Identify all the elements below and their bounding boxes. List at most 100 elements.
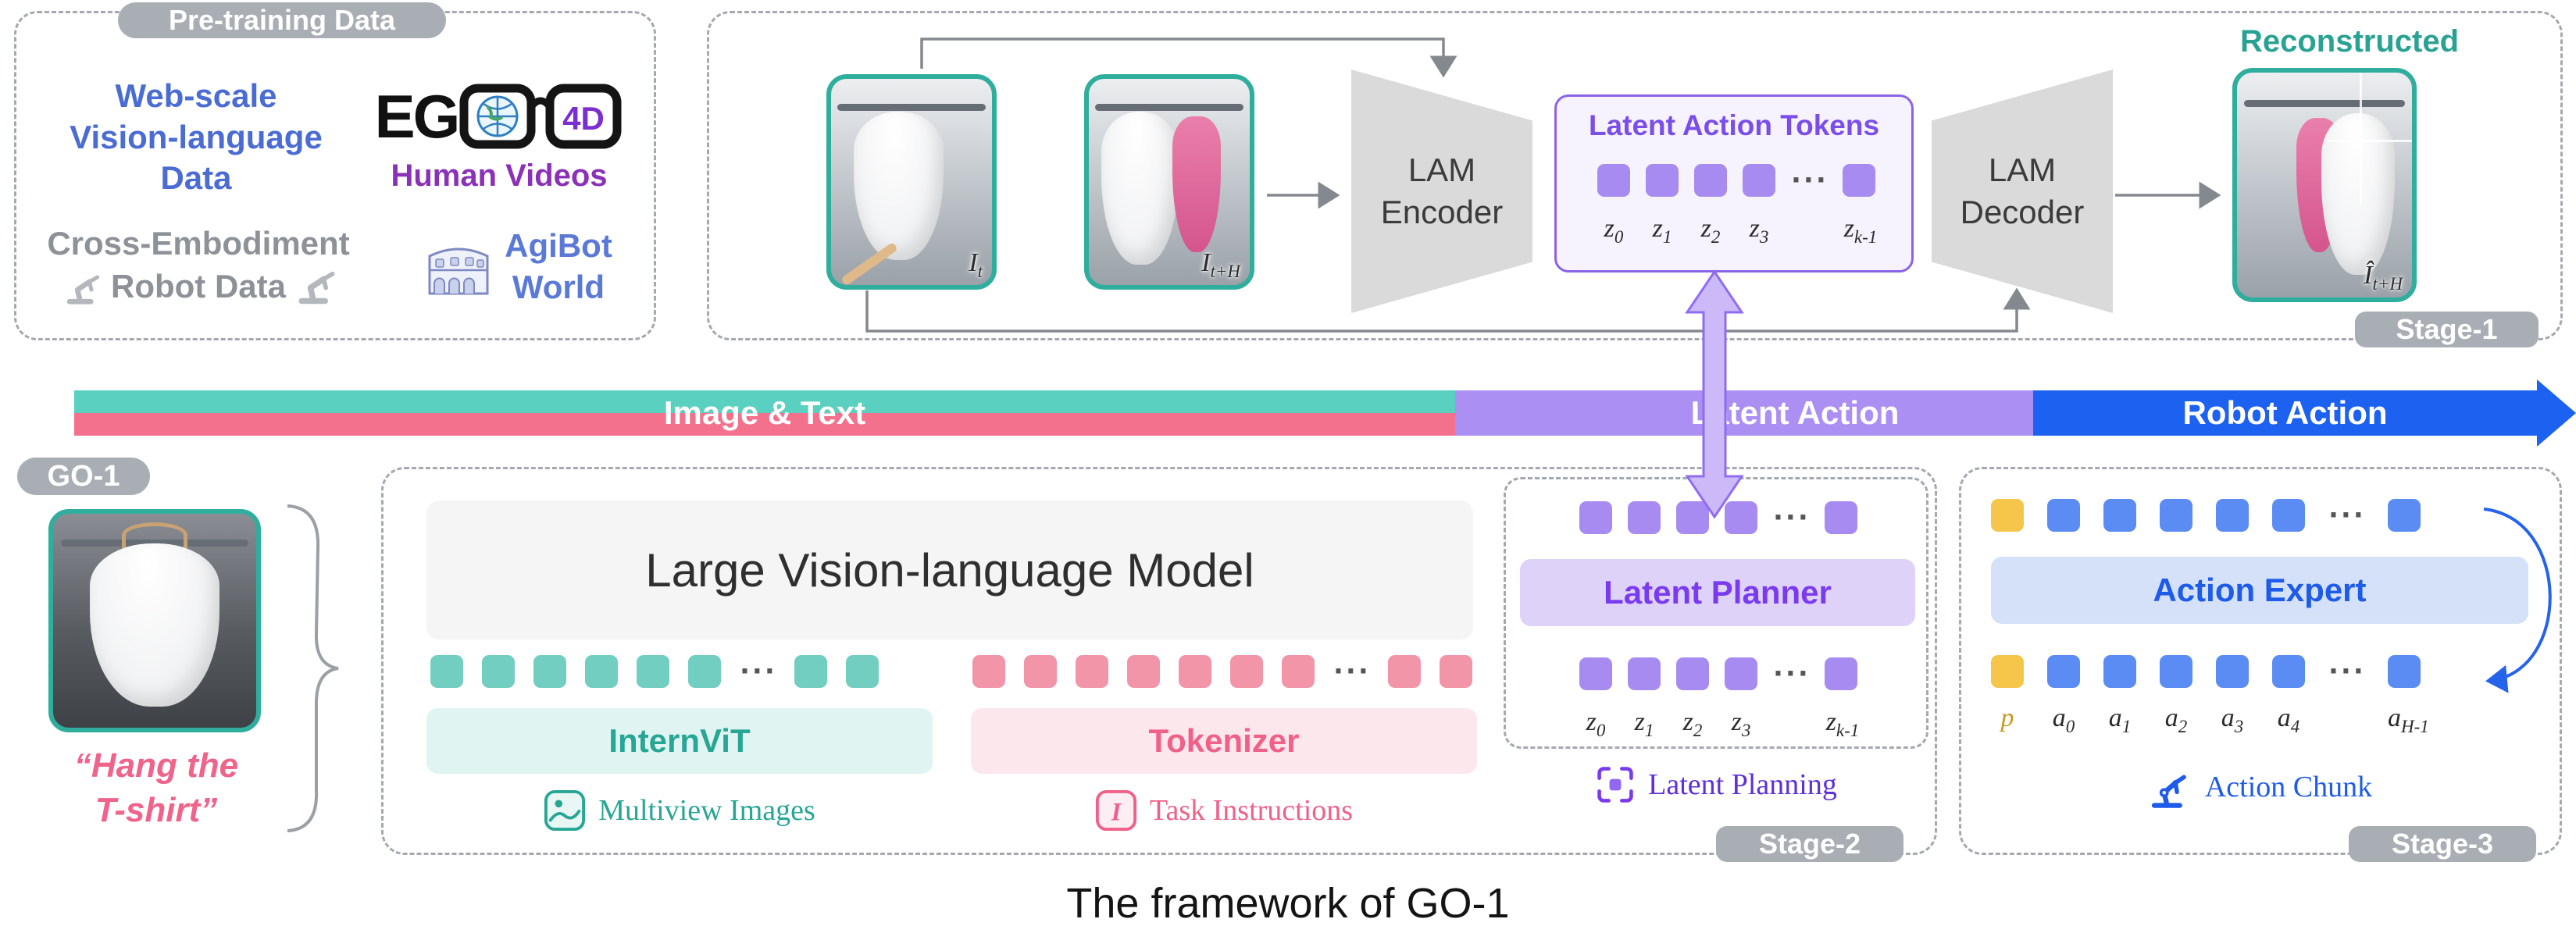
ellipsis: ···: [2328, 500, 2366, 531]
token-square: [1230, 655, 1263, 688]
token-square: [1825, 657, 1857, 690]
token-square: [2272, 499, 2305, 532]
task-instructions-icon: I: [1095, 789, 1136, 832]
agibot-world-label: AgiBot World: [505, 227, 612, 305]
token-square: [2047, 655, 2080, 688]
image-label-ith: It+H: [1201, 248, 1240, 281]
vlm-box: Large Vision-language Model: [426, 500, 1473, 639]
z0-label: z0: [1604, 214, 1624, 247]
token-square: [1628, 501, 1661, 534]
robot-arm-icon: [2151, 775, 2186, 808]
token-square: [1743, 164, 1775, 197]
observation-image-t: It: [826, 74, 997, 290]
token-square: [1725, 657, 1757, 690]
p-label: p: [2000, 703, 2014, 732]
ego4d-4d-text: 4D: [562, 100, 605, 137]
latent-action-tokens-title: Latent Action Tokens: [1588, 109, 1880, 141]
wooden-hanger: [122, 522, 187, 548]
latent-planning-icon: [1597, 767, 1633, 803]
latent-planner-inner-box: ··· Latent Planner ··· z0 z1 z2 z3 zk-1: [1504, 477, 1928, 749]
glasses-globe-icon: 4D: [459, 84, 622, 149]
token-square: [482, 655, 515, 688]
cross-embodiment-label: Cross-Embodiment Robot Data: [47, 225, 350, 305]
token-square: [430, 655, 463, 688]
svg-text:I: I: [1111, 799, 1122, 827]
closet-rod: [1095, 103, 1243, 111]
aH-label: aH-1: [2388, 703, 2429, 736]
token-square: [2388, 655, 2421, 688]
bar-latent-action-label: Latent Action: [1690, 394, 1900, 431]
action-expert-box: Action Expert: [1991, 557, 2528, 624]
action-token-labels: p a0 a1 a2 a3 a4 aH-1: [1991, 705, 2429, 736]
ellipsis: ···: [740, 656, 777, 687]
multiview-images-icon: [544, 789, 586, 832]
token-square: [1676, 501, 1709, 534]
token-square: [2388, 499, 2421, 532]
token-square: [1725, 501, 1757, 534]
human-videos-label: Human Videos: [391, 158, 608, 193]
robot-arm-icon: [66, 275, 100, 305]
figure-caption: The framework of GO-1: [1066, 880, 1510, 927]
token-square: [1676, 657, 1709, 690]
bar-image-text: Image & Text: [74, 390, 1455, 436]
bar-latent-action: Latent Action: [1455, 390, 2033, 436]
shelf-line: [2328, 140, 2412, 143]
bar-image-text-label: Image & Text: [663, 394, 866, 431]
action-token-row-top: ···: [1991, 499, 2421, 532]
action-token-row-bottom: ···: [1991, 655, 2421, 688]
text-token-row: ···: [972, 655, 1472, 688]
vision-token-row: ···: [430, 655, 879, 688]
token-square: [2103, 499, 2136, 532]
token-square: [2160, 655, 2192, 688]
stage3-box: Stage-3 ··· Action Expert ··· p a0: [1959, 467, 2562, 862]
image-label-it: It: [969, 248, 983, 281]
white-garment: [853, 112, 944, 261]
stage2-box: Stage-2 Large Vision-language Model ··· …: [381, 467, 1937, 862]
token-square: [2272, 655, 2305, 688]
latent-planner-box: Latent Planner: [1520, 559, 1915, 626]
ellipsis: ···: [1773, 658, 1811, 689]
bar-arrowhead: [2537, 379, 2576, 447]
token-square: [637, 655, 669, 688]
token-square: [2160, 499, 2192, 532]
z1-label: z1: [1634, 707, 1654, 740]
colosseum-icon: [428, 248, 489, 294]
reconstructed-title: Reconstructed: [2239, 24, 2460, 59]
observation-image-t-plus-h: It+H: [1084, 74, 1254, 290]
white-garment: [1101, 112, 1179, 265]
token-square: [1076, 655, 1108, 688]
token-square: [2216, 499, 2249, 532]
ego4d-eg-text: EG: [374, 81, 461, 151]
token-square: [1991, 499, 2024, 532]
pretraining-data-box: Pre-training Data Web-scale Vision-langu…: [14, 2, 656, 340]
lam-decoder: LAM Decoder: [1932, 69, 2113, 313]
token-square: [1388, 655, 1421, 688]
input-brace: [287, 504, 339, 832]
token-square: [2047, 499, 2080, 532]
stage2-pill: Stage-2: [1716, 826, 1903, 862]
closet-rod: [2243, 99, 2406, 107]
shelf-line: [2359, 73, 2362, 204]
ellipsis: ···: [1773, 502, 1811, 533]
token-square: [1597, 164, 1630, 197]
reconstructed-image: Ît+H: [2232, 68, 2417, 302]
pretraining-title-pill: Pre-training Data: [118, 2, 446, 38]
ellipsis: ···: [1333, 656, 1371, 687]
multiview-images-label: Multiview Images: [598, 794, 815, 827]
a2-label: a2: [2164, 703, 2188, 736]
a4-label: a4: [2277, 703, 2300, 736]
ellipsis: ···: [2328, 656, 2366, 687]
token-square: [585, 655, 618, 688]
task-instruction-quote: “Hang the T-shirt”: [73, 746, 239, 830]
bar-robot-action: Robot Action: [2033, 390, 2537, 436]
a3-label: a3: [2221, 703, 2244, 736]
closet-rod: [837, 103, 986, 111]
z3-label: z3: [1731, 707, 1751, 740]
stage3-pill: Stage-3: [2349, 826, 2536, 862]
token-square: [1991, 655, 2024, 688]
zk-label: zk-1: [1825, 707, 1860, 740]
image-label-recon: Ît+H: [2364, 261, 2403, 294]
planner-token-row-bottom: ···: [1579, 657, 1857, 690]
token-square: [1179, 655, 1211, 688]
